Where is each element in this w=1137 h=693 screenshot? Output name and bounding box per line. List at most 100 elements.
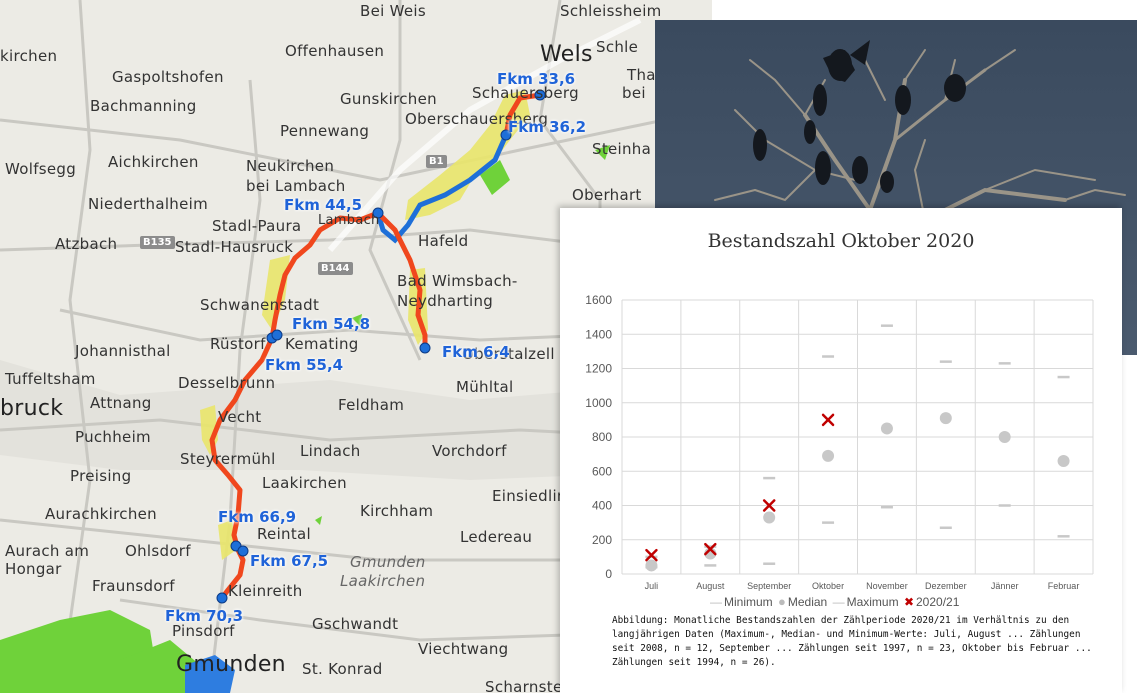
place-label: Oberhart — [572, 186, 642, 204]
motorway — [327, 17, 642, 252]
place-label: Scharnstein — [485, 678, 577, 693]
fkm-dot — [372, 207, 384, 219]
place-label: Schauersberg — [472, 84, 579, 102]
place-label: Kirchham — [360, 502, 434, 520]
legend-min-marker: — — [710, 595, 722, 609]
bird — [813, 84, 827, 116]
y-tick-label: 0 — [605, 567, 612, 581]
bird — [753, 129, 767, 161]
place-label: Viechtwang — [418, 640, 509, 658]
road-shield: B1 — [426, 155, 447, 168]
marker-median — [880, 422, 893, 435]
place-label: Vorchdorf — [432, 442, 507, 460]
y-tick-label: 1600 — [585, 293, 612, 307]
place-label: Wels — [540, 42, 593, 67]
figure-caption: Abbildung: Monatliche Bestandszahlen der… — [612, 615, 1092, 668]
place-label: Atzbach — [55, 235, 118, 253]
place-label: Aurach am — [5, 542, 90, 560]
y-tick-label: 1000 — [585, 396, 612, 410]
place-label: Steinha — [592, 140, 652, 158]
bird — [895, 85, 911, 115]
place-label: Neukirchen — [246, 157, 335, 175]
place-label: Aurachkirchen — [45, 505, 157, 523]
legend-max-label: Maximum — [846, 595, 899, 609]
place-label: Ledereau — [460, 528, 533, 546]
place-label: Laakirchen — [340, 572, 426, 590]
place-label: Aichkirchen — [108, 153, 199, 171]
marker-median — [1057, 454, 1070, 467]
marker-median — [645, 559, 658, 572]
chart-title: Bestandszahl Oktober 2020 — [707, 230, 975, 252]
legend-current-label: 2020/21 — [916, 595, 960, 609]
place-label: bei Lambach — [246, 177, 346, 195]
marker-x-stroke — [762, 499, 776, 512]
y-tick-label: 600 — [592, 464, 612, 478]
legend-median-marker: ● — [778, 594, 786, 609]
legend-max-marker: — — [832, 595, 845, 609]
fkm-label: Fkm 67,5 — [250, 552, 329, 570]
place-label: Kleinreith — [228, 582, 303, 600]
bird — [944, 74, 966, 102]
cormorant-silhouettes — [753, 40, 966, 193]
place-label: Rüstorf — [210, 335, 266, 353]
x-tick-label: November — [866, 581, 908, 591]
place-label: Schleissheim — [560, 2, 662, 20]
place-label: Kemating — [285, 335, 359, 353]
y-tick-label: 400 — [592, 499, 612, 513]
x-tick-label: Juli — [645, 581, 659, 591]
fkm-markers — [216, 89, 546, 604]
x-tick-label: September — [747, 581, 791, 591]
place-label: Thal — [627, 66, 661, 84]
place-label: Bachmanning — [90, 97, 197, 115]
fkm-dot — [216, 592, 228, 604]
marker-x-stroke — [821, 413, 835, 427]
marker-x-stroke — [704, 542, 717, 556]
legend-min-label: Minimum — [724, 595, 773, 609]
place-label: Steyrermühl — [180, 450, 276, 468]
place-label: bruck — [0, 396, 64, 421]
forest-areas — [0, 145, 610, 693]
place-label: Einsiedling — [492, 487, 577, 505]
bird — [828, 49, 852, 81]
place-label: Neydharting — [397, 292, 494, 310]
x-tick-label: Februar — [1048, 581, 1080, 591]
place-label: Schwanenstadt — [200, 296, 320, 314]
marker-median — [763, 511, 776, 524]
place-label: Bei Weis — [360, 2, 427, 20]
marker-2020-21 — [821, 413, 835, 427]
terrain-band — [0, 360, 712, 480]
bird-wing — [850, 40, 870, 65]
place-label: Gmunden — [176, 652, 286, 677]
place-label: Preising — [70, 467, 132, 485]
place-label: Ohlsdorf — [125, 542, 191, 560]
fkm-dot — [237, 545, 249, 557]
place-label: Lindach — [300, 442, 361, 460]
y-tick-label: 1400 — [585, 327, 612, 341]
bird — [852, 156, 868, 184]
place-label: Offenhausen — [285, 42, 385, 60]
legend-median-label: Median — [787, 595, 828, 609]
marker-2020-21 — [762, 499, 776, 512]
chart-legend: —Minimum ●Median —Maximum ✖2020/21 — [710, 594, 1010, 609]
place-label: Gschwandt — [312, 615, 399, 633]
fkm-label: Fkm 44,5 — [284, 196, 363, 214]
y-tick-label: 200 — [592, 533, 612, 547]
marker-2020-21 — [704, 542, 717, 556]
fkm-dot — [271, 329, 283, 341]
place-label: Hafeld — [418, 232, 469, 250]
place-label: Attnang — [90, 394, 152, 412]
fkm-dot — [534, 89, 546, 101]
marker-x-stroke — [645, 548, 658, 562]
place-label: kirchen — [0, 47, 58, 65]
place-label: Pinsdorf — [172, 622, 235, 640]
fkm-label: Fkm 36,2 — [508, 118, 587, 136]
place-label: Oberstalzell — [462, 345, 555, 363]
marker-median — [822, 449, 835, 462]
fkm-dot — [419, 342, 431, 354]
place-label: Johannisthal — [75, 342, 171, 360]
x-tick-label: Dezember — [925, 581, 967, 591]
place-label: Vecht — [218, 408, 262, 426]
x-tick-label: Oktober — [812, 581, 844, 591]
place-label: Feldham — [338, 396, 405, 414]
